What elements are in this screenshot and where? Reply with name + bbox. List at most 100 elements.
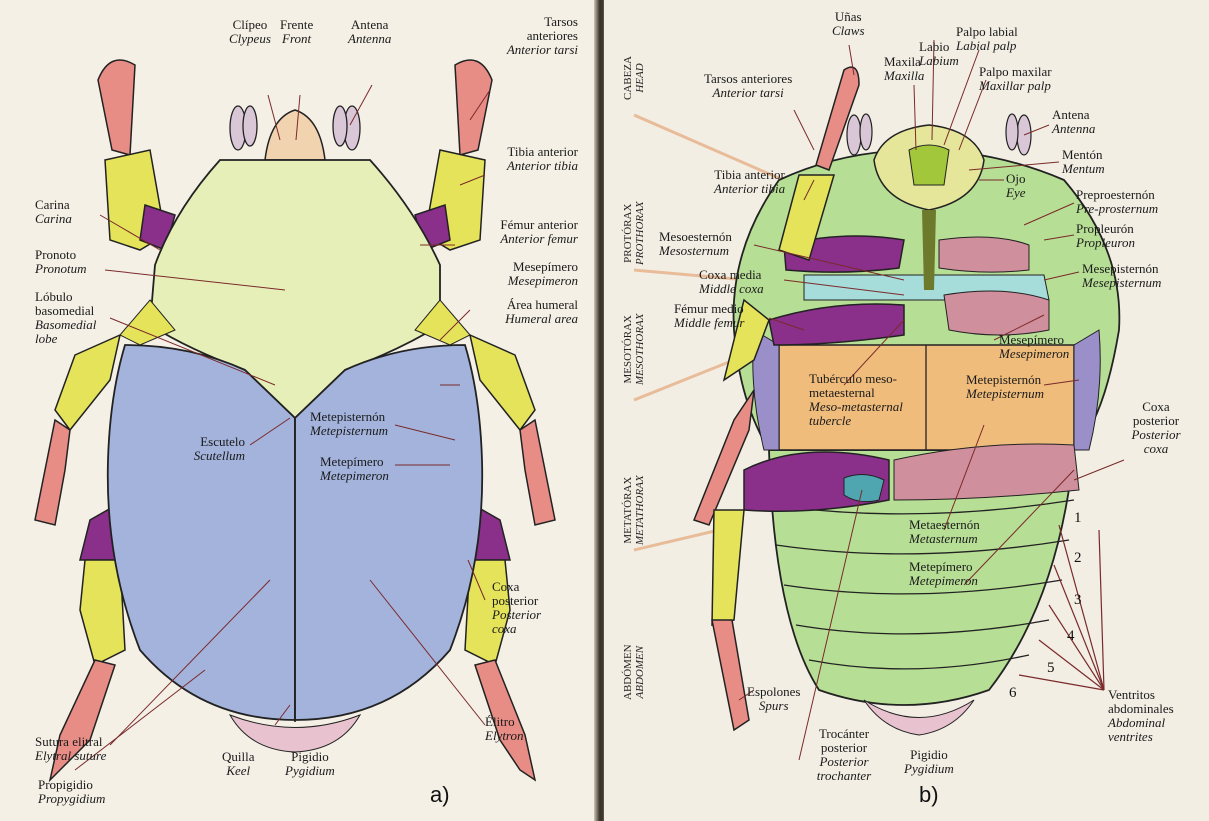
label-es: Ventritos abdominales: [1108, 688, 1188, 716]
region-en: MESOTHORAX: [634, 314, 646, 386]
label-es: Palpo labial: [956, 25, 1018, 39]
label-es: metaesternal: [809, 386, 903, 400]
label-pygidium: PigidioPygidium: [285, 750, 335, 778]
label-en: Metepisternum: [310, 424, 388, 438]
label-es: Coxa media: [699, 268, 764, 282]
region-en: PROTHORAX: [634, 201, 646, 265]
ventrite-number: 4: [1067, 628, 1075, 645]
label-en: Clypeus: [229, 32, 271, 46]
label-mesepisternum: MesepisternónMesepisternum: [1082, 262, 1161, 290]
label-es: Sutura elitral: [35, 735, 106, 749]
label-es: Fémur anterior: [500, 218, 578, 232]
label-metepisternum: MetepisternónMetepisternum: [310, 410, 388, 438]
label-en: Anterior tarsi: [704, 86, 792, 100]
label-abdominal-ventrites: Ventritos abdominalesAbdominal ventrites: [1108, 688, 1188, 744]
ventrite-number: 6: [1009, 685, 1017, 702]
region-es: METATÓRAX: [622, 477, 634, 544]
label-es: Espolones: [747, 685, 800, 699]
label-en: Anterior tarsi: [498, 43, 578, 57]
label-es: Tibia anterior: [714, 168, 785, 182]
label-es: Maxila: [884, 55, 924, 69]
label-es: Pigidio: [904, 748, 954, 762]
region-en: HEAD: [634, 56, 646, 100]
panel-label-a: a): [430, 782, 450, 808]
label-en: Pygidium: [285, 764, 335, 778]
label-en: Anterior tibia: [503, 159, 578, 173]
label-en: Front: [280, 32, 313, 46]
label-en: Maxilla: [884, 69, 924, 83]
label-es: Coxa posterior: [492, 580, 562, 608]
label-en: Metepimeron: [320, 469, 389, 483]
region-prothorax: PROTÓRAXPROTHORAX: [622, 201, 646, 265]
label-en: Anterior tibia: [714, 182, 785, 196]
right-anterior-tarsus: [455, 60, 492, 155]
region-en: METATHORAX: [634, 475, 646, 545]
label-es: Metaesternón: [909, 518, 980, 532]
label-es: Frente: [280, 18, 313, 32]
region-es: CABEZA: [622, 56, 634, 100]
label-metepisternum: MetepisternónMetepisternum: [966, 373, 1044, 401]
region-es: ABDÓMEN: [622, 644, 634, 700]
label-es: Mesepímero: [999, 333, 1069, 347]
label-es: Quilla: [222, 750, 255, 764]
label-en: Spurs: [747, 699, 800, 713]
label-es: Mentón: [1062, 148, 1105, 162]
label-en: Anterior femur: [500, 232, 578, 246]
region-abdomen: ABDÓMENABDOMEN: [622, 644, 646, 700]
label-en: Middle coxa: [699, 282, 764, 296]
label-es: Pronoto: [35, 248, 87, 262]
label-en: Metepisternum: [966, 387, 1044, 401]
label-en: Posterior trochanter: [809, 755, 879, 783]
label-humeral-area: Área humeralHumeral area: [505, 298, 578, 326]
left-elytron: [108, 345, 295, 720]
label-en: Carina: [35, 212, 72, 226]
label-es: Tubérculo meso-: [809, 372, 903, 386]
label-en: Pronotum: [35, 262, 87, 276]
label-en: Elytron: [485, 729, 524, 743]
label-en: Pygidium: [904, 762, 954, 776]
label-es: Ojo: [1006, 172, 1026, 186]
label-en: Labial palp: [956, 39, 1018, 53]
label-en: Posterior coxa: [492, 608, 562, 636]
label-labial-palp: Palpo labialLabial palp: [956, 25, 1018, 53]
label-es: Metepímero: [909, 560, 978, 574]
label-es: Coxa posterior: [1124, 400, 1188, 428]
label-es: Mesepisternón: [1082, 262, 1161, 276]
label-anterior-tarsi: Tarsos anterioresAnterior tarsi: [704, 72, 792, 100]
label-es: Antena: [1052, 108, 1095, 122]
label-en: Mesosternum: [659, 244, 732, 258]
label-en: Basomedial lobe: [35, 318, 105, 346]
label-es: Antena: [348, 18, 391, 32]
label-es: Tarsos anteriores: [498, 15, 578, 43]
label-es: Tibia anterior: [503, 145, 578, 159]
region-es: PROTÓRAX: [622, 204, 634, 263]
label-en: Propygidium: [38, 792, 105, 806]
label-en: Antenna: [1052, 122, 1095, 136]
label-es: Carina: [35, 198, 72, 212]
label-es: Preproesternón: [1076, 188, 1158, 202]
label-propleuron: PropleurónPropleuron: [1076, 222, 1135, 250]
ventrite-number: 5: [1047, 660, 1055, 677]
label-es: Palpo maxilar: [979, 65, 1052, 79]
label-es: Élitro: [485, 715, 524, 729]
